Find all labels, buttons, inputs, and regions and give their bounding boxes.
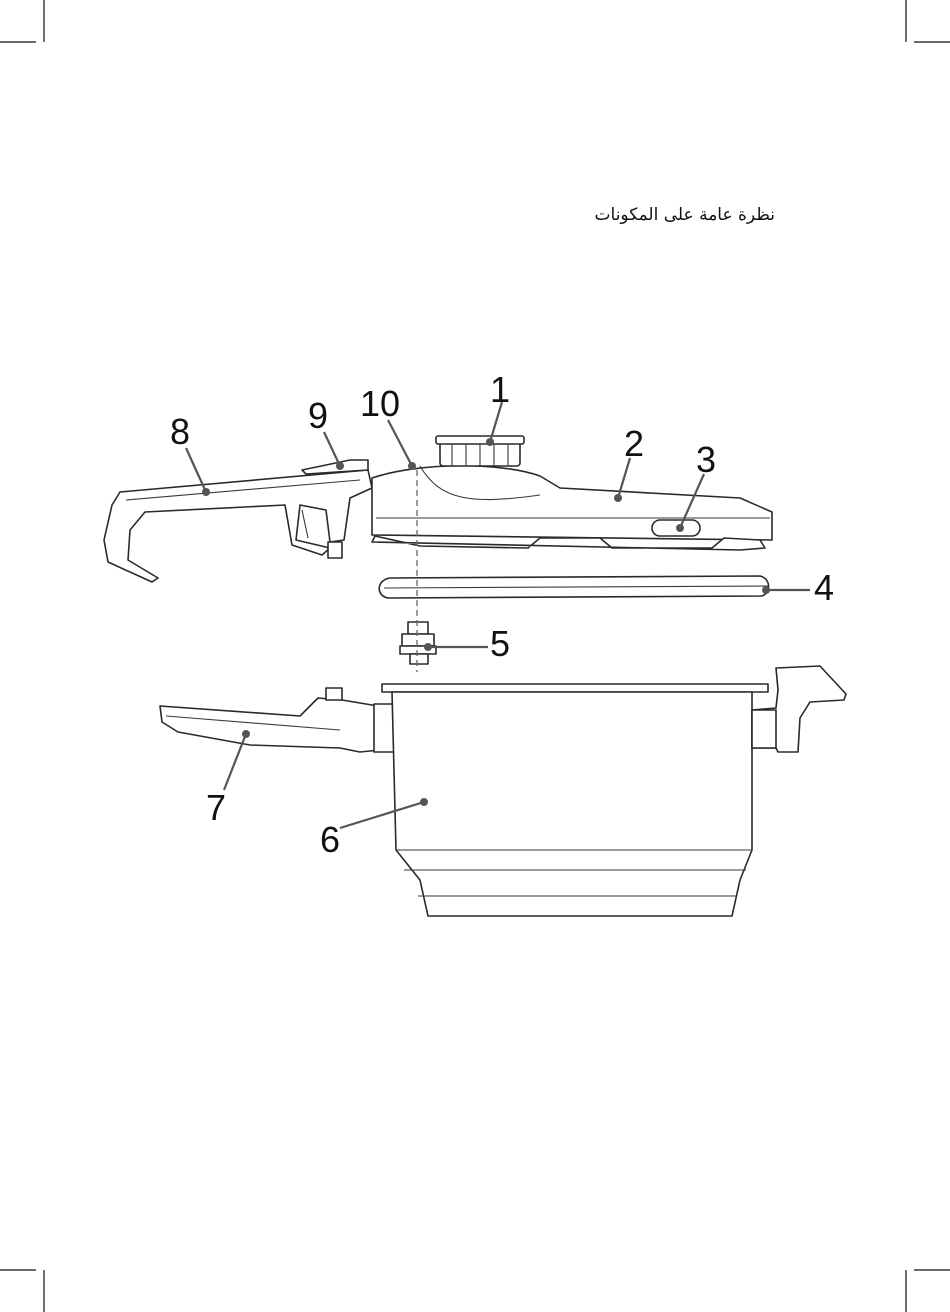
pressure-regulator-knob bbox=[436, 436, 524, 466]
callout-3: 3 bbox=[696, 439, 716, 480]
callout-9: 9 bbox=[308, 395, 328, 436]
safety-valve bbox=[400, 622, 436, 664]
callout-7: 7 bbox=[206, 787, 226, 828]
pot-side-handle bbox=[752, 666, 846, 752]
pot-handle bbox=[160, 688, 400, 752]
callout-4: 4 bbox=[814, 567, 834, 608]
lid-handle bbox=[104, 470, 372, 582]
callout-5: 5 bbox=[490, 623, 510, 664]
pot bbox=[382, 684, 768, 916]
callout-8: 8 bbox=[170, 411, 190, 452]
sealing-gasket bbox=[379, 576, 768, 598]
callout-6: 6 bbox=[320, 819, 340, 860]
callout-10: 10 bbox=[360, 383, 400, 424]
callout-2: 2 bbox=[624, 423, 644, 464]
callout-1: 1 bbox=[490, 369, 510, 410]
